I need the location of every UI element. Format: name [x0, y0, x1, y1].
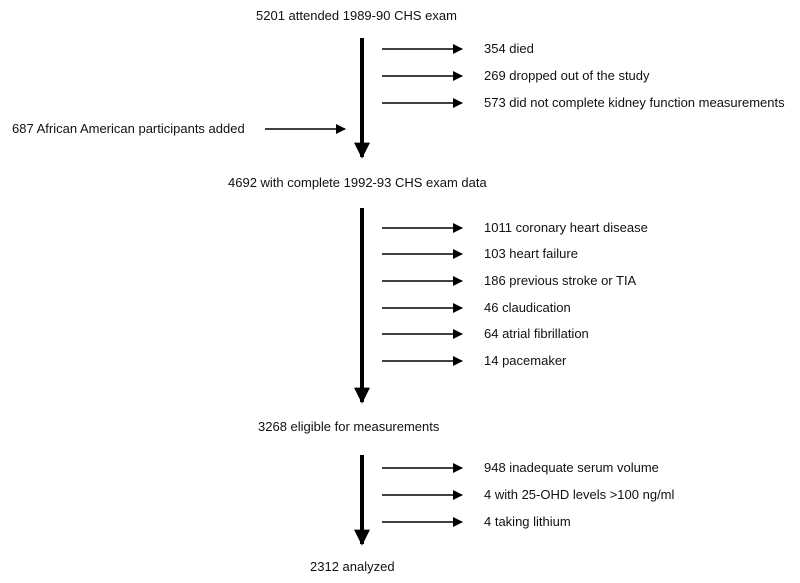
exclusion-label: 4 with 25-OHD levels >100 ng/ml	[484, 487, 675, 502]
exclusion-label: 64 atrial fibrillation	[484, 326, 589, 341]
stage-label-initial: 5201 attended 1989-90 CHS exam	[256, 8, 457, 23]
exclusion-label: 269 dropped out of the study	[484, 68, 650, 83]
exclusion-label: 354 died	[484, 41, 534, 56]
stage-label-eligible: 3268 eligible for measurements	[258, 419, 440, 434]
exclusion-label: 573 did not complete kidney function mea…	[484, 95, 785, 110]
exclusion-label: 4 taking lithium	[484, 514, 571, 529]
added-participants-label: 687 African American participants added	[12, 121, 245, 136]
exclusion-label: 948 inadequate serum volume	[484, 460, 659, 475]
exclusion-label: 1011 coronary heart disease	[484, 220, 648, 235]
stage-label-complete: 4692 with complete 1992-93 CHS exam data	[228, 175, 487, 190]
exclusion-label: 186 previous stroke or TIA	[484, 273, 637, 288]
exclusion-label: 14 pacemaker	[484, 353, 567, 368]
stage-label-analyzed: 2312 analyzed	[310, 559, 395, 574]
exclusion-label: 46 claudication	[484, 300, 571, 315]
exclusion-label: 103 heart failure	[484, 246, 578, 261]
